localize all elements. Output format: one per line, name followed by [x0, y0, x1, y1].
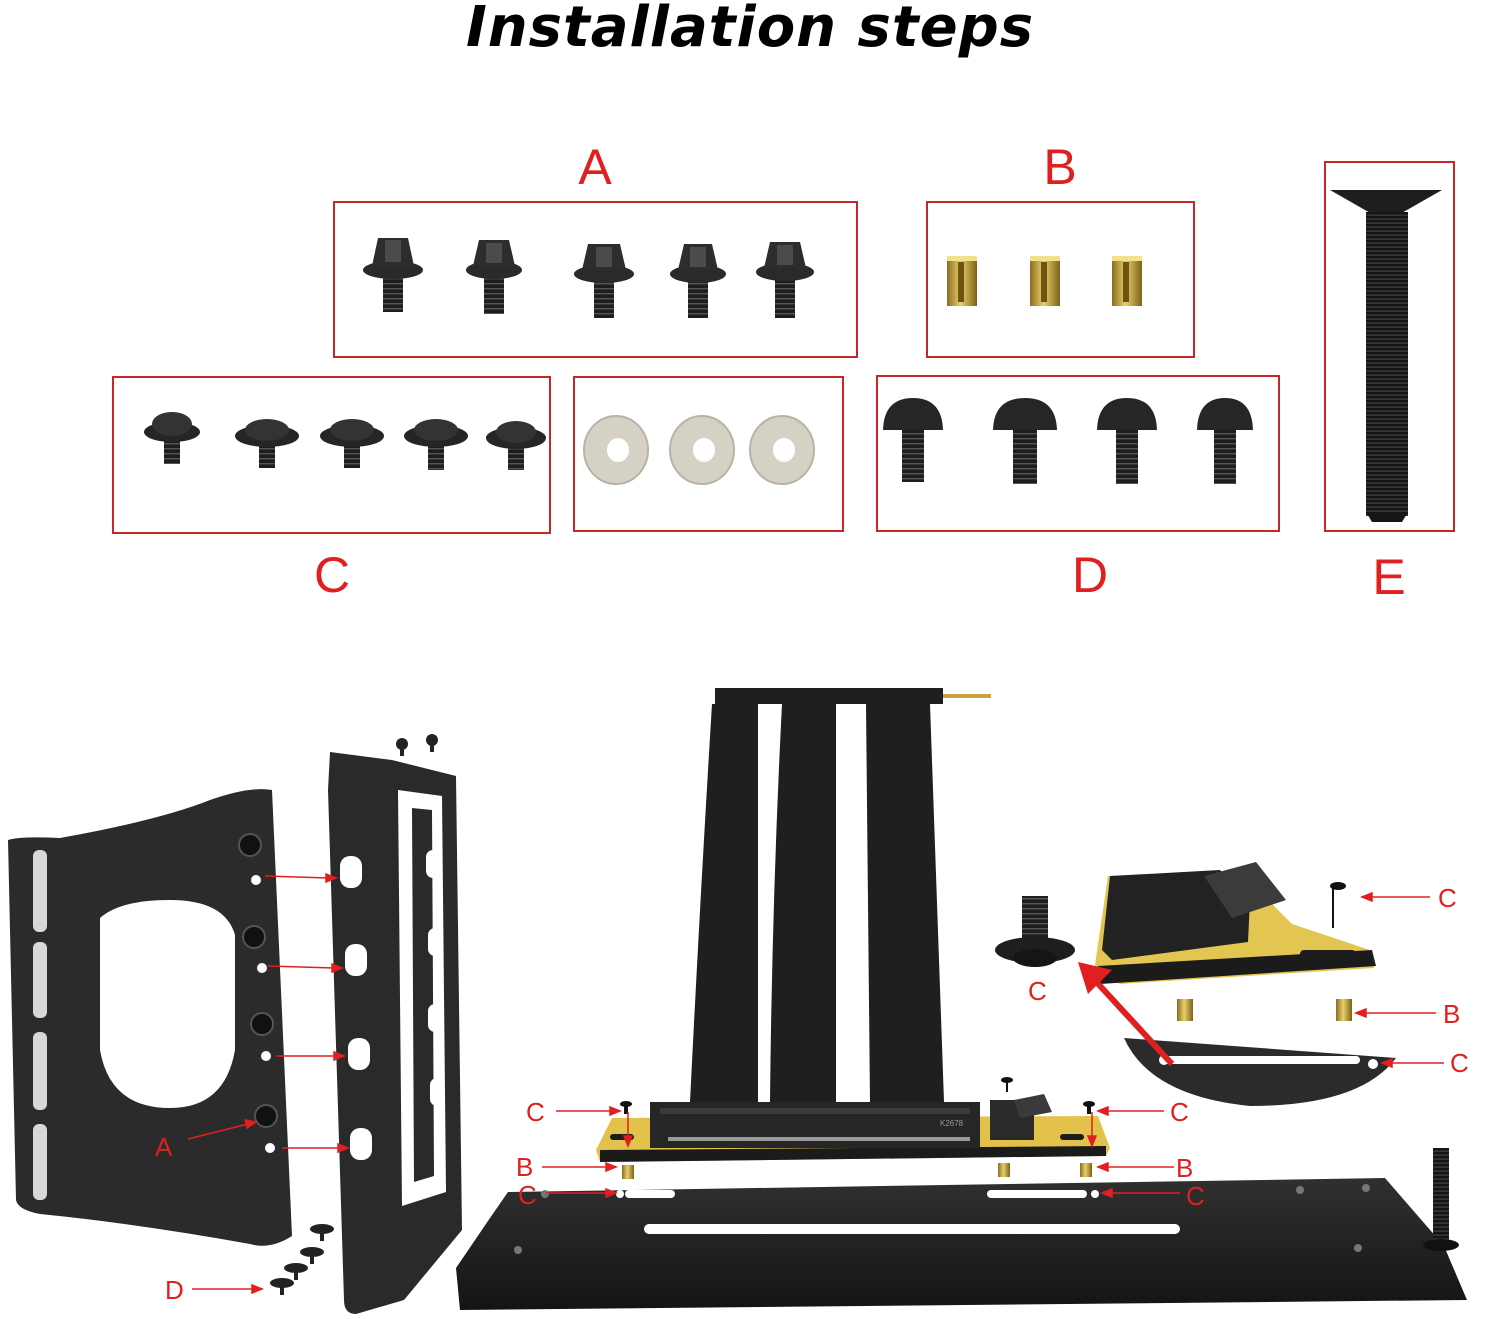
page-title: Installation steps [465, 0, 1035, 60]
callout-c-zoom-base: C [1450, 1048, 1469, 1078]
group-box-a [333, 201, 858, 358]
washer-2 [669, 415, 735, 485]
screw-a-4 [670, 244, 726, 318]
callout-c-zoom-top: C [1438, 883, 1457, 913]
callout-b-zoom: B [1443, 999, 1461, 1029]
screw-a-1 [363, 238, 423, 312]
callout-c-board-right: C [1170, 1097, 1189, 1127]
group-box-e [1324, 161, 1455, 532]
screw-a-3 [574, 244, 634, 318]
group-label-a: A [578, 139, 612, 195]
loose-screw-c [995, 896, 1075, 967]
callout-a-bracket: A [155, 1132, 173, 1162]
base-plate [456, 1148, 1467, 1310]
callout-arrows [187, 872, 1444, 1295]
riser-cable [690, 688, 991, 1102]
group-label-b: B [1043, 139, 1077, 195]
screw-d-1 [883, 398, 943, 482]
callout-c-base-right: C [1186, 1181, 1205, 1211]
callout-d-bracket: D [165, 1275, 184, 1305]
group-box-d [876, 375, 1280, 532]
screw-d-4 [1197, 398, 1253, 484]
standoff-b-1 [947, 256, 977, 306]
mounting-plate [8, 789, 292, 1246]
callout-b-standoff-right: B [1176, 1153, 1194, 1183]
bracket-screws-d [270, 1224, 334, 1295]
washer-3 [749, 415, 815, 485]
standoff-b-2 [1030, 256, 1060, 306]
screw-c-5 [486, 421, 546, 470]
screw-d-3 [1097, 398, 1157, 484]
screw-e-long [1330, 190, 1442, 522]
group-label-e: E [1372, 549, 1406, 605]
screw-a-5 [756, 242, 814, 318]
callout-c-board-left: C [526, 1097, 545, 1127]
group-box-c [112, 376, 551, 534]
board-marking: K2678 [940, 1119, 964, 1128]
screw-d-2 [993, 398, 1057, 484]
big-arrow [1078, 962, 1175, 1067]
screw-c-4 [404, 419, 468, 470]
washer-1 [583, 415, 649, 485]
standoff-b-3 [1112, 256, 1142, 306]
group-label-c: C [313, 547, 351, 603]
riser-board [596, 1077, 1110, 1179]
zoom-inset [1094, 862, 1396, 1106]
screw-c-1 [144, 412, 200, 464]
group-box-b [926, 201, 1195, 358]
callout-c-loose-screw: C [1028, 976, 1047, 1006]
screw-c-3 [320, 419, 384, 468]
callout-c-base-left: C [518, 1180, 537, 1210]
group-box-washers [573, 376, 844, 532]
group-label-d: D [1071, 547, 1109, 603]
screw-a-2 [466, 240, 522, 314]
slot-bracket [328, 734, 462, 1314]
screw-c-2 [235, 419, 299, 468]
callout-b-standoff-left: B [516, 1152, 534, 1182]
